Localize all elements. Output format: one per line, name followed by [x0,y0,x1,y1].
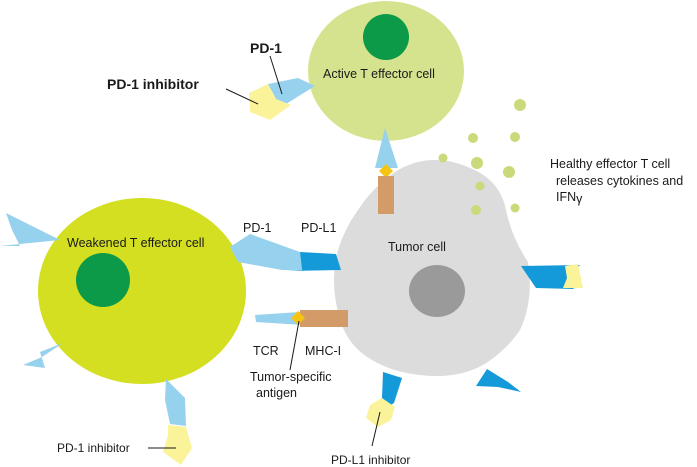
leader-pd1-top [269,55,283,95]
cytokines [438,99,526,215]
cytokine [471,157,483,169]
tcr-mid [255,312,303,325]
cytokine [514,99,526,111]
label-pd1-mid: PD-1 [243,221,272,235]
label-cytokines-3: IFNγ [556,190,583,206]
label-weakened-cell: Weakened T effector cell [67,236,204,250]
label-pd1-inhibitor-bottom: PD-1 inhibitor [57,441,130,455]
pd1-receptor-left [0,213,60,246]
tumor-nucleus [409,265,465,317]
pd1-receptor-mid [230,234,302,270]
pdl1-inhibitor-bottom [366,398,395,427]
label-antigen-1: Tumor-specific [250,370,332,384]
active-t-cell [308,1,464,141]
cytokine [438,153,448,163]
pd1-receptor-bottom [165,379,186,426]
label-pd1-inhibitor-top: PD-1 inhibitor [107,76,199,92]
pdl1-ligand-bottom-right [476,369,521,392]
weakened-t-cell [38,198,246,384]
label-cytokines-1: Healthy effector T cell [550,157,670,171]
pd1-inhibitor-active [249,84,291,120]
leader-pd1-inhibitor-top [225,88,259,105]
cytokine [510,203,520,213]
cytokine [475,181,485,191]
pdl1-ligand-bottom [382,372,402,408]
pdl1-inhibitor-right [563,264,583,288]
label-tcr: TCR [253,344,279,358]
label-antigen-2: antigen [256,386,297,400]
label-mhc: MHC-I [305,344,341,358]
weakened-t-cell-nucleus [76,253,130,307]
label-ifn: IFN [556,190,576,204]
cytokine [510,132,520,142]
pd1-inhibitor-bottom [163,425,192,465]
cytokine [468,133,478,143]
label-pd1-top: PD-1 [250,40,282,56]
label-tumor-cell: Tumor cell [388,240,446,254]
label-pdl1-inhibitor: PD-L1 inhibitor [331,453,410,467]
antigen-active [379,164,393,178]
leader-antigen [289,320,300,371]
pdl1-ligand-mid [287,252,341,271]
tcr-active [375,128,398,168]
cytokine [503,166,515,178]
label-pdl1-mid: PD-L1 [301,221,336,235]
leader-pdl1-inhibitor [371,411,381,447]
pd1-receptor-bottom-left [23,343,63,368]
cytokine [471,205,481,215]
label-active-cell: Active T effector cell [323,67,435,81]
label-cytokines-2: releases cytokines and [556,174,683,188]
mhc-active [378,176,394,214]
active-t-cell-nucleus [363,14,409,60]
label-gamma: γ [576,192,583,206]
antigen-mid [291,311,305,325]
mhc-mid [300,310,348,327]
pd1-receptor-active [268,78,315,104]
